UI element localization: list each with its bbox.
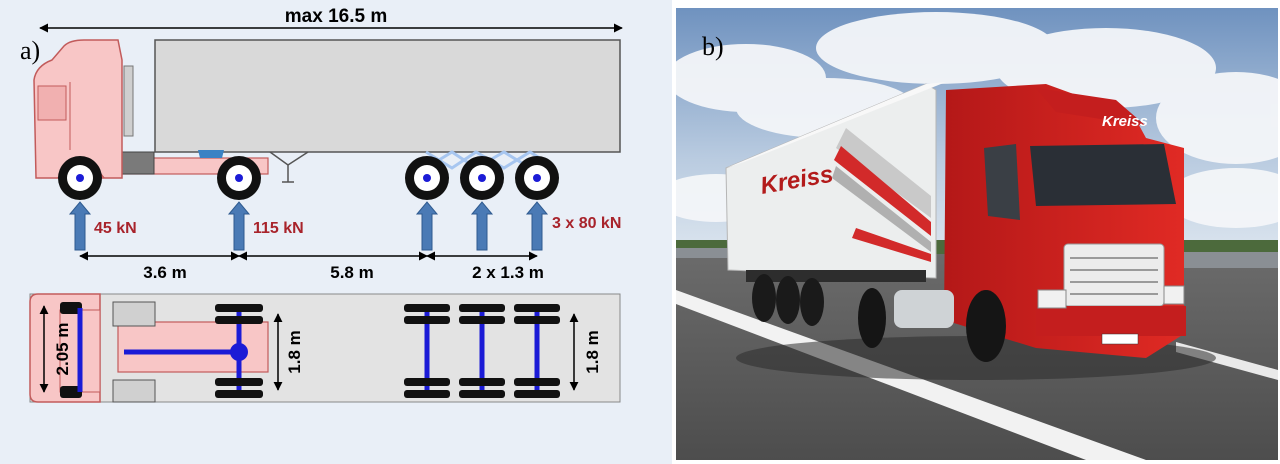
tractor-cab (33, 39, 123, 179)
wheel-trailer-2 (460, 156, 504, 200)
truck-photo-svg: Kreiss Kreiss (676, 8, 1278, 460)
guard-rail-left (676, 248, 736, 258)
spacing-label-2: 5.8 m (330, 263, 373, 282)
truck-photo-panel: Kreiss Kreiss b) (676, 8, 1278, 460)
bumper (1036, 306, 1186, 336)
headlight-right (1163, 285, 1185, 305)
panel-a-label: a) (20, 36, 41, 65)
trailer-body (154, 39, 621, 153)
trailer-graphics (832, 128, 931, 262)
trailer-axle-plan-2 (459, 304, 505, 398)
cab-roof-deflector (1036, 88, 1146, 126)
wheel-trailer-1 (405, 156, 449, 200)
drive-track-label: 1.8 m (285, 330, 304, 373)
load-arrow-trailer-3 (525, 201, 549, 251)
front-track-label: 2.05 m (53, 323, 72, 376)
grille-slats (1070, 257, 1158, 295)
trailer-underframe (746, 270, 926, 282)
fifth-wheel (198, 150, 224, 158)
load-arrow-trailer-2 (470, 201, 494, 251)
load-arrow-front (68, 201, 92, 251)
load-label-front: 45 kN (94, 220, 137, 237)
load-label-drive: 115 kN (253, 220, 304, 237)
fuel-tank-photo (894, 290, 954, 328)
landing-gear (269, 151, 309, 183)
load-arrow-trailer-1 (415, 201, 439, 251)
guard-rail (1176, 252, 1278, 268)
license-plate (1101, 333, 1139, 345)
front-axle-plan (60, 301, 156, 403)
exhaust-stack (123, 65, 134, 137)
spacing-label-3: 2 x 1.3 m (472, 263, 544, 282)
cab-window (37, 85, 67, 121)
trailer-wheels (752, 274, 824, 326)
spacing-label-1: 3.6 m (143, 263, 186, 282)
truck-schematic-svg: max 16.5 m (29, 6, 623, 403)
load-arrow-drive (227, 201, 251, 251)
trailer-axle-plan-1 (404, 304, 450, 398)
trailer-roof (726, 82, 946, 168)
trailer-axle-plan-3 (514, 304, 560, 398)
truck-schematic-panel: a) max 16.5 m (0, 0, 672, 464)
trailer-track-label: 1.8 m (583, 330, 602, 373)
windscreen (1030, 144, 1176, 206)
side-window (984, 144, 1020, 220)
cab-brand: Kreiss (1102, 113, 1148, 130)
wheel-front (58, 156, 102, 200)
wheel-drive (217, 156, 261, 200)
headlight-left (1037, 289, 1067, 309)
overall-length-label: max 16.5 m (285, 6, 387, 27)
panel-b-label: b) (702, 32, 724, 61)
drive-axle-plan (124, 304, 263, 398)
grille (1063, 243, 1165, 307)
wheel-trailer-3 (515, 156, 559, 200)
cab-wheels (858, 288, 1006, 362)
load-label-trailer: 3 x 80 kN (552, 215, 621, 232)
